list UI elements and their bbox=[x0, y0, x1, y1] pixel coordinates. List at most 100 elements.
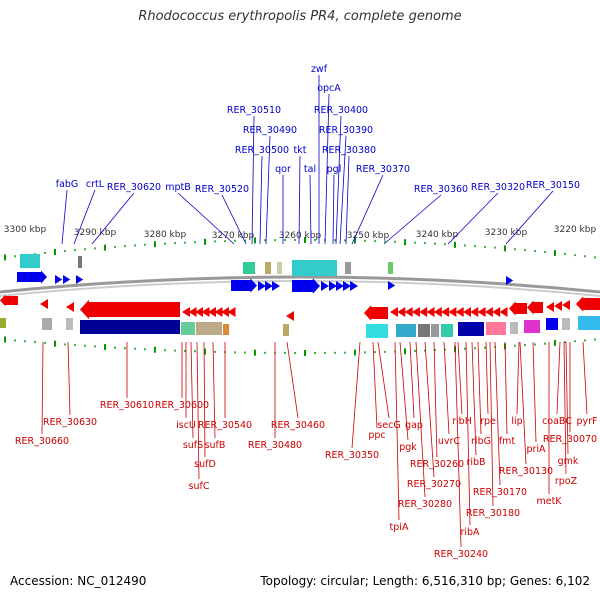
scale-label: 3240 kbp bbox=[416, 230, 459, 240]
gene-arrow-reverse bbox=[208, 307, 216, 317]
gene-label-top: zwf bbox=[311, 64, 328, 75]
gene-label-bottom: rpoZ bbox=[555, 476, 578, 487]
gene-label-bottom: coaBC bbox=[542, 416, 572, 427]
gene-label-top: RER_30370 bbox=[356, 164, 410, 175]
leader-line bbox=[424, 341, 435, 478]
leader-line bbox=[433, 341, 438, 458]
gene-arrow-reverse bbox=[477, 307, 486, 317]
gene-label-bottom: RER_30130 bbox=[499, 466, 553, 477]
leader-line bbox=[67, 341, 71, 416]
leader-line bbox=[477, 341, 482, 435]
gene-arrow-forward bbox=[350, 281, 358, 291]
gene-label-top: RER_30150 bbox=[526, 180, 580, 191]
gene-label-bottom: fmt bbox=[499, 436, 516, 447]
leader-line bbox=[504, 341, 508, 435]
leader-line bbox=[582, 341, 588, 415]
feature-block bbox=[243, 262, 255, 274]
leader-line bbox=[351, 341, 361, 449]
feature-block bbox=[223, 324, 229, 335]
bottom-feature-blocks bbox=[0, 316, 600, 338]
gene-label-bottom: RER_30070 bbox=[543, 434, 597, 445]
leader-line bbox=[212, 341, 216, 439]
gene-label-bottom: sufD bbox=[194, 459, 216, 470]
feature-block bbox=[418, 324, 430, 337]
leader-line bbox=[196, 341, 200, 480]
leader-line bbox=[332, 174, 335, 245]
feature-block bbox=[366, 324, 388, 338]
gene-label-top: RER_30380 bbox=[322, 145, 376, 156]
leader-line bbox=[563, 341, 567, 475]
gene-label-bottom: secG bbox=[377, 420, 400, 431]
gene-label-top: RER_30490 bbox=[243, 125, 297, 136]
scale-label: 3260 kbp bbox=[279, 231, 322, 241]
leader-line bbox=[286, 341, 299, 419]
gene-label-top: RER_30500 bbox=[235, 145, 289, 156]
gene-label-bottom: RER_30240 bbox=[434, 549, 488, 560]
gene-label-bottom: sufS bbox=[183, 440, 203, 451]
feature-block bbox=[524, 320, 540, 333]
genome-backbone bbox=[0, 275, 600, 294]
gene-arrow-reverse bbox=[554, 301, 562, 311]
feature-block bbox=[292, 260, 337, 276]
gene-label-top: fabG bbox=[56, 179, 79, 190]
gene-arrow-reverse bbox=[404, 307, 413, 317]
gene-arrow-forward bbox=[231, 278, 257, 293]
top-feature-blocks bbox=[20, 254, 393, 276]
gene-arrow-reverse bbox=[221, 307, 229, 317]
gene-label-bottom: ribG bbox=[471, 436, 491, 447]
feature-block bbox=[578, 316, 600, 330]
gene-arrow-reverse bbox=[397, 307, 406, 317]
gene-arrow-reverse bbox=[433, 307, 442, 317]
leader-line bbox=[221, 194, 247, 245]
feature-block bbox=[277, 262, 282, 274]
leader-line bbox=[203, 341, 206, 458]
gene-arrow-forward bbox=[258, 281, 266, 291]
feature-block bbox=[42, 318, 52, 330]
gene-label-bottom: RER_30170 bbox=[473, 487, 527, 498]
leader-line bbox=[265, 135, 271, 245]
gene-arrow-forward bbox=[336, 281, 344, 291]
gene-label-bottom: RER_30350 bbox=[325, 450, 379, 461]
scale-label: 3250 kbp bbox=[347, 231, 390, 241]
feature-block bbox=[80, 320, 180, 334]
leader-line bbox=[415, 341, 426, 498]
gene-label-top: mptB bbox=[165, 182, 191, 193]
gene-label-bottom: gap bbox=[405, 420, 423, 431]
feature-block bbox=[78, 256, 82, 268]
gene-arrow-reverse bbox=[214, 307, 223, 317]
leader-line bbox=[339, 135, 347, 245]
leader-line bbox=[443, 341, 450, 435]
gene-label-bottom: RER_30660 bbox=[15, 436, 69, 447]
gene-label-bottom: rpe bbox=[480, 416, 496, 427]
page-title: Rhodococcus erythropolis PR4, complete g… bbox=[138, 9, 462, 24]
gene-arrow-reverse bbox=[527, 300, 543, 315]
leader-line bbox=[447, 192, 499, 245]
gene-arrow-reverse bbox=[576, 296, 600, 312]
gene-label-bottom: RER_30610 bbox=[100, 400, 154, 411]
gene-label-top: RER_30510 bbox=[227, 105, 281, 116]
feature-block bbox=[431, 324, 439, 337]
gene-label-top: RER_30390 bbox=[319, 125, 373, 136]
gene-arrow-reverse bbox=[484, 307, 493, 317]
gene-label-bottom: pyrF bbox=[576, 416, 597, 427]
gene-label-bottom: iscU bbox=[176, 420, 196, 431]
gene-arrow-reverse bbox=[546, 302, 554, 312]
gene-label-bottom: RER_30180 bbox=[466, 508, 520, 519]
scale-label: 3300 kbp bbox=[4, 225, 47, 235]
gene-label-bottom: ppc bbox=[368, 430, 385, 441]
gene-arrow-forward bbox=[76, 275, 84, 284]
gene-label-bottom: metK bbox=[536, 496, 562, 507]
top-leader-lines bbox=[61, 75, 554, 245]
gene-label-top: RER_30620 bbox=[107, 182, 161, 193]
gene-label-top: RER_30520 bbox=[195, 184, 249, 195]
gene-arrow-reverse bbox=[182, 307, 190, 317]
gene-arrow-forward bbox=[321, 281, 329, 291]
gene-label-bottom: lip bbox=[511, 416, 522, 427]
gene-arrow-reverse bbox=[201, 307, 210, 317]
gene-label-bottom: uvrC bbox=[438, 436, 461, 447]
leader-line bbox=[471, 341, 477, 456]
gene-arrow-reverse bbox=[80, 299, 180, 320]
gene-arrow-reverse bbox=[492, 307, 501, 317]
gene-arrow-reverse bbox=[463, 307, 471, 317]
scale-label: 3230 kbp bbox=[485, 228, 528, 238]
